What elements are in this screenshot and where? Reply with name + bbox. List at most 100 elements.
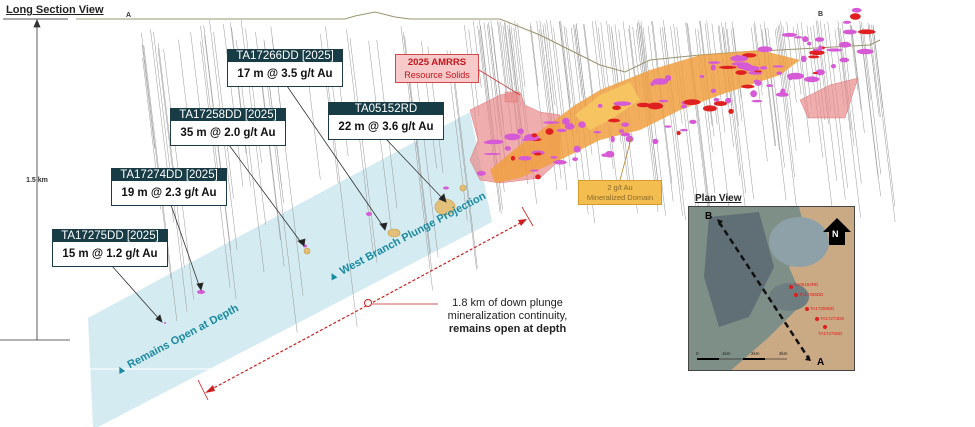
assay-interval [604, 150, 615, 158]
drill-trace [706, 20, 731, 217]
assay-interval [775, 92, 789, 97]
assay-small [164, 186, 449, 324]
assay-interval [518, 155, 532, 161]
intercept-result: 17 m @ 3.5 g/t Au [237, 68, 333, 80]
intercept-result: 15 m @ 1.2 g/t Au [62, 248, 158, 260]
plan-hole-label: TA17258DD [810, 306, 835, 311]
assay-interval [842, 20, 852, 24]
intercept-result: 35 m @ 2.0 g/t Au [180, 127, 276, 139]
drill-trace [673, 23, 696, 207]
assay-interval [618, 129, 625, 133]
assay-interval [788, 75, 793, 81]
plan-hole-label: TA17275DD [818, 331, 843, 336]
assay-interval [753, 79, 759, 83]
drill-trace [346, 29, 374, 256]
assay-interval [807, 41, 812, 46]
note-bold: remains open at depth [448, 323, 567, 335]
drill-trace [780, 21, 797, 151]
assay-interval [814, 37, 825, 42]
drill-trace [141, 44, 155, 149]
assay-interval [550, 156, 558, 159]
mineralized-domain-legend: 2 g/t Au Mineralized Domain [578, 180, 662, 205]
assay-interval [815, 69, 825, 76]
note-line-1: 1.8 km of down plunge [452, 297, 563, 309]
resource-leader [478, 69, 521, 96]
assay-interval [658, 99, 669, 103]
assay-interval [708, 61, 721, 64]
assay-interval [533, 152, 542, 156]
assay-interval [776, 71, 783, 75]
intercept-callout: TA17258DD [2025] 35 m @ 2.0 g/t Au [170, 108, 286, 146]
drill-trace [837, 20, 852, 131]
assay-interval [530, 169, 539, 172]
drill-trace [560, 20, 571, 104]
assay-interval [652, 138, 659, 145]
plan-end-a: A [817, 357, 825, 368]
drill-trace [662, 26, 686, 220]
drill-trace [859, 25, 879, 177]
assay-interval [766, 84, 774, 87]
assay-interval [610, 135, 615, 143]
assay-interval [650, 81, 655, 86]
assay-interval [620, 132, 631, 137]
domain-leader [619, 134, 633, 181]
assay-interval [742, 53, 757, 58]
intercept-result: 19 m @ 2.3 g/t Au [121, 187, 217, 199]
assay-interval [562, 117, 570, 125]
note-line-2: mineralization continuity, [447, 310, 568, 322]
scale-tick: 1km [722, 351, 731, 356]
drill-trace [497, 20, 507, 99]
assay-interval [772, 65, 784, 68]
assay-interval [710, 64, 716, 71]
continuity-arrow [197, 206, 534, 401]
assay-interval [741, 84, 755, 89]
assay-interval [485, 139, 504, 145]
drill-trace [850, 24, 862, 110]
assay-interval [730, 55, 748, 62]
drill-trace [686, 23, 710, 214]
plunge-projection-band [88, 112, 492, 427]
assay-interval [812, 48, 823, 51]
assay-interval [578, 121, 586, 128]
assay-interval [725, 97, 732, 104]
drill-trace [676, 27, 701, 225]
assay-interval [780, 88, 786, 95]
assay-interval [718, 65, 737, 69]
assay-interval [713, 101, 728, 106]
plan-end-b: B [705, 211, 713, 222]
hole-id: TA17274DD [2025] [112, 169, 226, 181]
assay-interval [754, 70, 762, 73]
assay-interval [830, 63, 836, 69]
assay-interval [625, 135, 634, 143]
assay-interval [839, 57, 850, 63]
assay-interval [572, 157, 579, 162]
drill-trace [550, 20, 564, 126]
assay-interval [842, 29, 857, 35]
drill-trace [687, 23, 711, 211]
drill-trace [450, 51, 477, 270]
section-end-a: A [126, 12, 131, 19]
assay-interval [781, 32, 797, 37]
assay-interval [750, 90, 758, 98]
assay-interval [545, 128, 554, 135]
drill-trace [796, 29, 811, 144]
drill-trace [349, 37, 378, 264]
resource-solids-legend: 2025 AMRRS Resource Solids [395, 54, 479, 83]
assay-interval [652, 78, 669, 85]
assay-interval [699, 74, 705, 78]
assay-interval [621, 122, 630, 127]
assay-interval [713, 97, 720, 102]
hole-id: TA17275DD [2025] [53, 230, 167, 242]
drill-trace [685, 22, 710, 217]
drill-trace [859, 20, 881, 197]
drill-trace [200, 41, 231, 288]
plan-hole-label: TA17266DD [799, 292, 824, 297]
drill-trace [200, 25, 219, 172]
assay-interval [808, 55, 820, 59]
drill-trace [414, 57, 439, 258]
drill-trace [263, 53, 298, 333]
drill-trace [837, 27, 861, 218]
resource-subtitle: Resource Solids [404, 70, 470, 80]
drill-trace [872, 24, 896, 207]
